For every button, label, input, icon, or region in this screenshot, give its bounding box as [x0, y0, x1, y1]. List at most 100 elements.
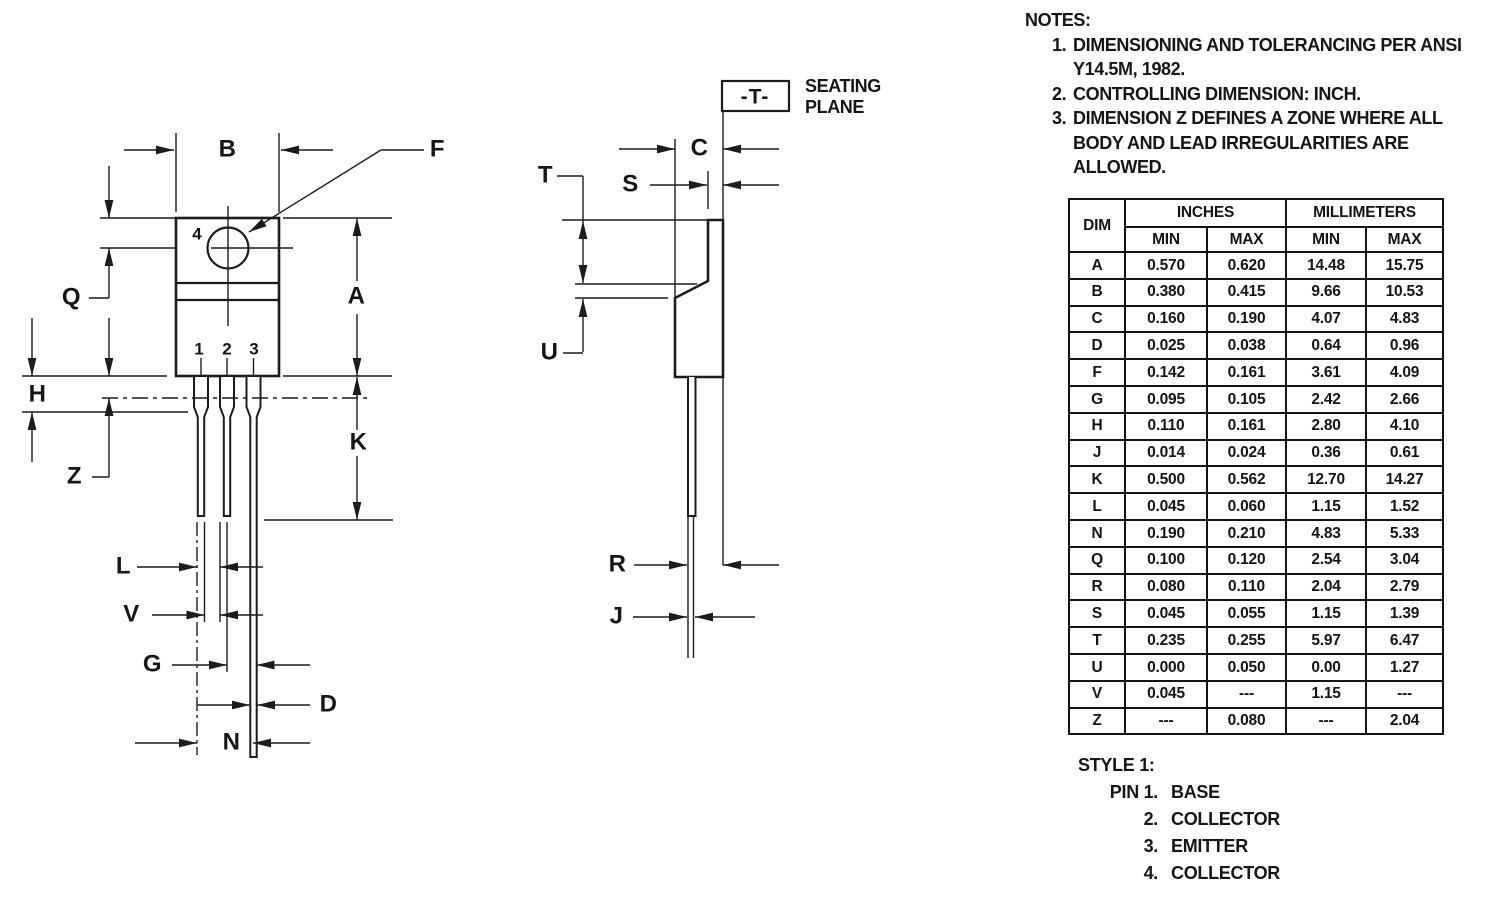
table-cell: 14.48	[1285, 251, 1367, 280]
table-cell: 2.79	[1364, 572, 1445, 602]
table-cell: 0.105	[1206, 384, 1287, 414]
dim-label-s: S	[622, 171, 638, 198]
table-cell: 0.080	[1206, 706, 1287, 736]
dim-label-q: Q	[62, 284, 80, 311]
table-cell: 0.000	[1124, 652, 1208, 682]
table-cell: 0.038	[1206, 331, 1287, 361]
table-cell: A	[1068, 251, 1126, 280]
side-extension-lines	[557, 111, 724, 658]
table-cell: 2.42	[1285, 384, 1367, 414]
table-cell: 2.04	[1364, 706, 1445, 736]
table-cell: 0.96	[1364, 331, 1445, 361]
table-cell: 0.64	[1285, 331, 1367, 361]
table-cell: F	[1068, 358, 1126, 387]
table-cell: 15.75	[1364, 251, 1445, 280]
table-cell: 5.97	[1285, 626, 1367, 655]
note-text: ALLOWED.	[1073, 157, 1166, 177]
dim-label-f: F	[430, 136, 444, 163]
table-cell: 0.00	[1285, 652, 1367, 682]
table-cell: 0.025	[1124, 331, 1208, 361]
table-cell: 0.095	[1124, 384, 1208, 414]
header-min: MIN	[1285, 226, 1367, 253]
table-cell: K	[1068, 465, 1126, 495]
table-cell: 0.562	[1206, 465, 1287, 495]
header-max: MAX	[1364, 226, 1445, 253]
table-row: Z---0.080---2.04	[1068, 706, 1445, 736]
table-cell: 0.61	[1364, 438, 1445, 468]
notes-block: NOTES: 1. DIMENSIONING AND TOLERANCING P…	[1025, 8, 1495, 180]
table-cell: 1.39	[1364, 599, 1445, 629]
pin-function: EMITTER	[1171, 836, 1248, 856]
pin-label-1: 1	[194, 340, 203, 359]
dim-label-c: C	[691, 135, 708, 162]
table-cell: 0.045	[1124, 679, 1208, 709]
table-cell: Q	[1068, 545, 1126, 575]
table-cell: 1.15	[1285, 599, 1367, 629]
table-cell: 0.055	[1206, 599, 1287, 629]
table-cell: 0.100	[1124, 545, 1208, 575]
pin-label-2: 2	[222, 340, 231, 359]
pin-number: 3.	[1143, 836, 1159, 856]
note-item: 1. DIMENSIONING AND TOLERANCING PER ANSI…	[1025, 33, 1495, 82]
table-cell: T	[1068, 626, 1126, 655]
table-cell: 0.190	[1206, 304, 1287, 334]
datum-t-box	[720, 79, 791, 113]
lead-2	[219, 377, 235, 517]
table-cell: 2.04	[1285, 572, 1367, 602]
table-cell: 0.045	[1124, 599, 1208, 629]
pin-function: BASE	[1171, 782, 1220, 802]
table-cell: ---	[1206, 679, 1287, 709]
table-cell: 0.190	[1124, 518, 1208, 548]
notes-title: NOTES:	[1025, 10, 1091, 30]
table-header-minmax: MIN MAX MIN MAX	[1069, 226, 1445, 253]
side-lead	[687, 377, 697, 517]
table-cell: 0.161	[1206, 358, 1287, 387]
table-cell: 0.36	[1285, 438, 1367, 468]
dim-label-b: B	[219, 136, 236, 163]
dim-label-g: G	[143, 651, 161, 678]
header-millimeters: MILLIMETERS	[1284, 198, 1445, 228]
table-cell: H	[1068, 411, 1126, 441]
dim-label-l: L	[116, 553, 130, 580]
table-cell: 10.53	[1364, 277, 1445, 307]
table-cell: D	[1068, 331, 1126, 361]
table-cell: 4.10	[1364, 411, 1445, 441]
note-text: DIMENSIONING AND TOLERANCING PER ANSI	[1073, 34, 1462, 55]
table-cell: 0.620	[1206, 251, 1287, 280]
table-cell: 0.024	[1206, 438, 1287, 468]
side-dimension-arrows	[578, 144, 779, 622]
note-text: Y14.5M, 1982.	[1073, 59, 1185, 79]
table-cell: 1.27	[1364, 652, 1445, 682]
dim-label-j: J	[610, 603, 623, 630]
header-min: MIN	[1124, 226, 1208, 253]
dim-label-r: R	[609, 551, 626, 578]
note-text: BODY AND LEAD IRREGULARITIES ARE	[1073, 132, 1409, 153]
table-cell: J	[1068, 438, 1126, 468]
dim-label-t: T	[538, 162, 553, 189]
note-number: 2.	[1052, 83, 1067, 104]
table-cell: ---	[1124, 706, 1208, 736]
pin-label-4: 4	[192, 225, 202, 244]
front-view: B F Q A H Z K L V G D N 4 1 2 3	[22, 133, 445, 758]
table-cell: R	[1068, 572, 1126, 602]
note-number: 1.	[1052, 34, 1067, 55]
pin-row: PIN 1.BASE	[1072, 779, 1280, 806]
table-cell: L	[1068, 492, 1126, 521]
pin-function: COLLECTOR	[1171, 863, 1280, 883]
table-cell: 4.83	[1364, 304, 1445, 334]
table-cell: 2.66	[1364, 384, 1445, 414]
table-cell: 0.060	[1206, 492, 1287, 521]
pin-label-3: 3	[249, 340, 258, 359]
table-cell: 0.500	[1124, 465, 1208, 495]
side-package-body	[673, 218, 725, 379]
table-cell: B	[1068, 277, 1126, 307]
dim-label-k: K	[350, 429, 368, 456]
